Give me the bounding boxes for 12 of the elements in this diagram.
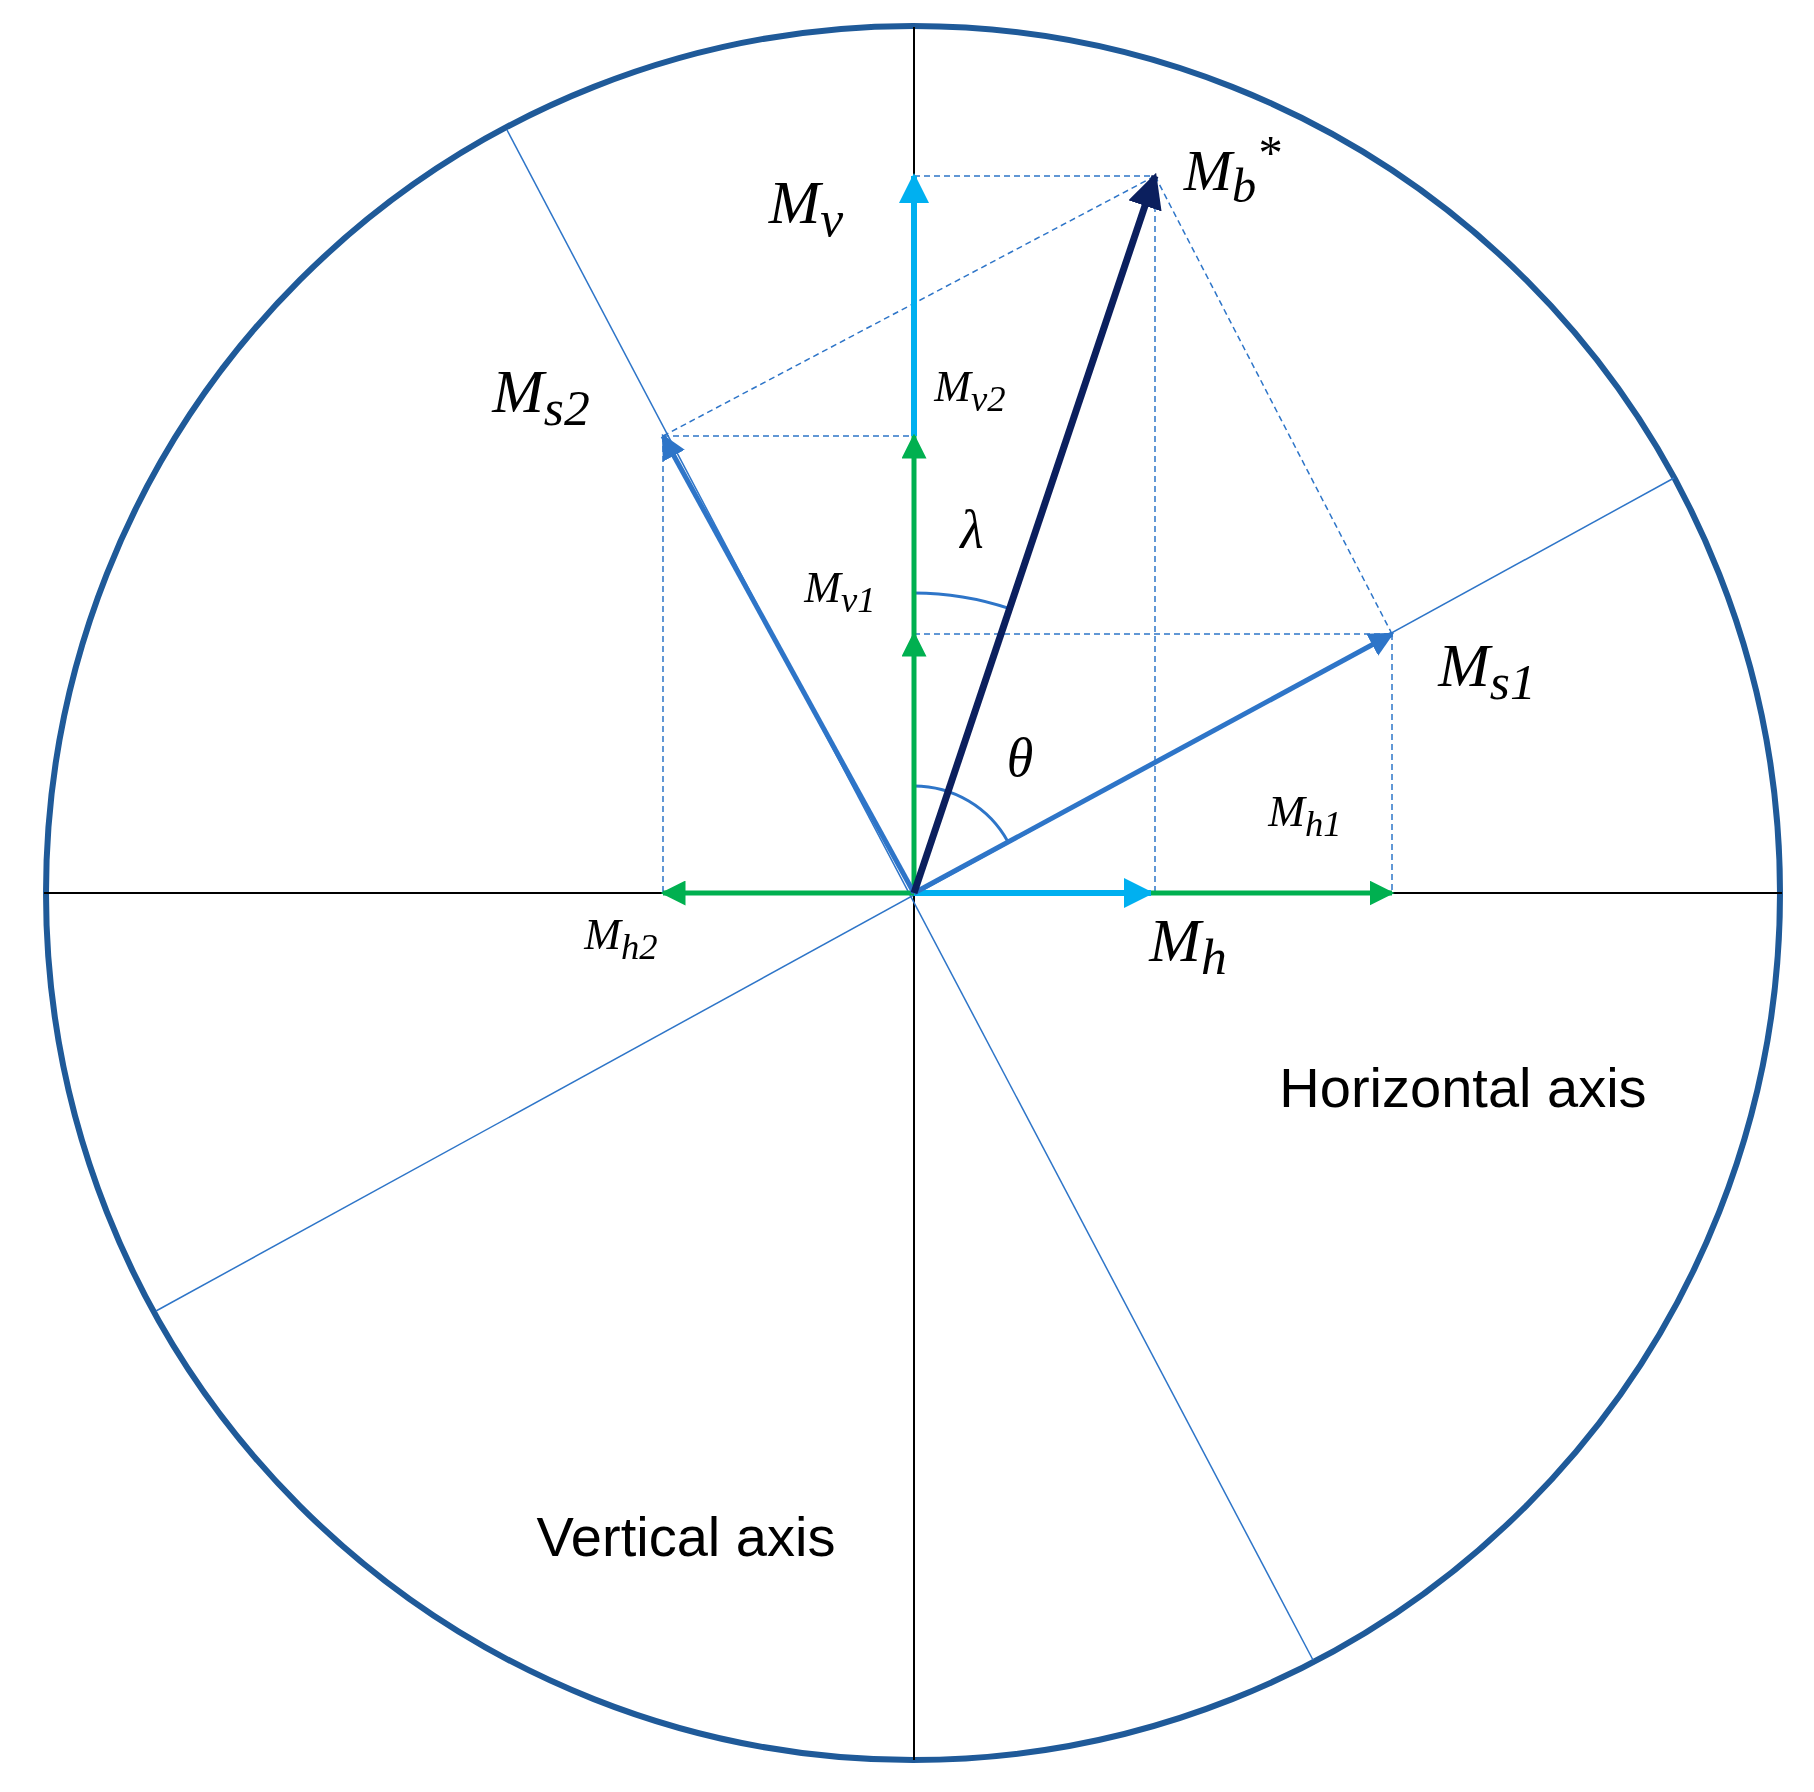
vector-label: M$_{h1}$ xyxy=(1268,789,1342,843)
vector-label: M$_{s1}$ xyxy=(1438,633,1536,709)
axis-label: Horizontal axis xyxy=(1279,1060,1647,1116)
axis-label: Vertical axis xyxy=(536,1509,836,1565)
vector-label: M$_{s2}$ xyxy=(492,359,590,435)
vector-label: M$_{h}$ xyxy=(1149,908,1227,984)
vector-label: M$_{v1}$ xyxy=(804,565,876,619)
vector-label: M$_{h2}$ xyxy=(584,912,658,966)
angle-label: λ xyxy=(960,503,984,557)
angle-label: θ xyxy=(1006,731,1034,785)
vector-label: M$_{v2}$ xyxy=(934,364,1006,418)
vector-label: M$_{v}$ xyxy=(768,170,844,246)
